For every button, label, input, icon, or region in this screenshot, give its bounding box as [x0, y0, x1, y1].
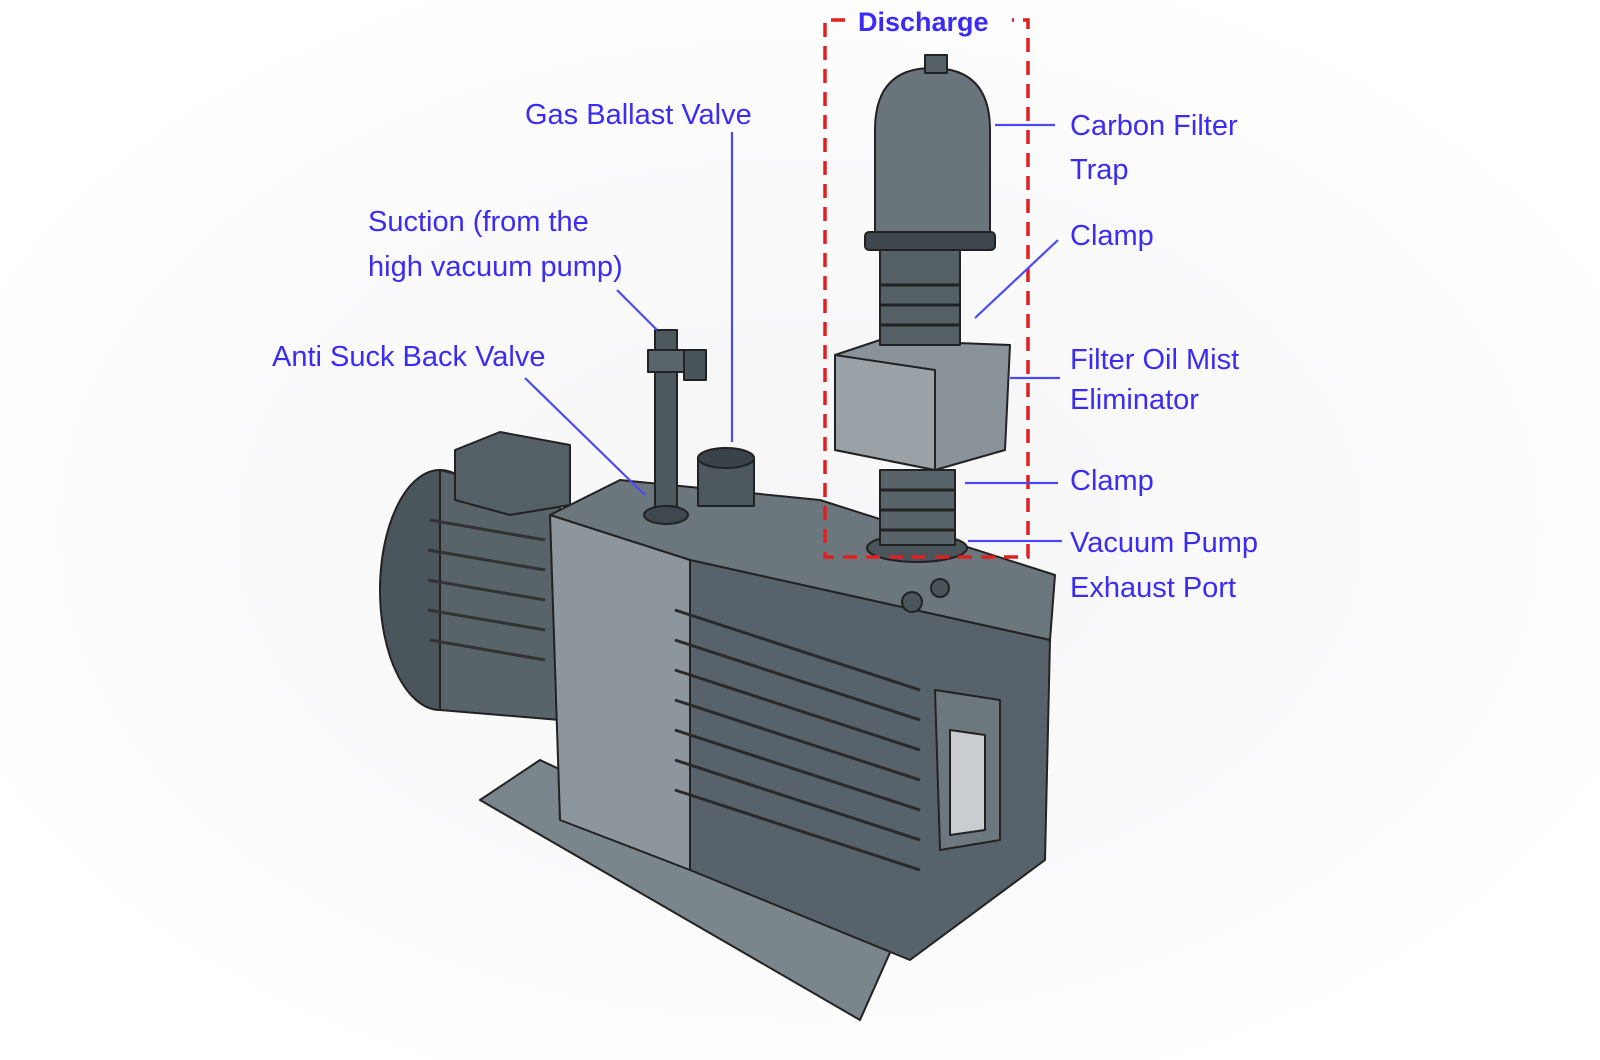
leader-anti-suck-back — [524, 377, 646, 496]
oil-mist-label-line2: Eliminator — [1070, 384, 1199, 416]
gas-ballast-valve-label: Gas Ballast Valve — [525, 99, 752, 131]
exhaust-port-label-line1: Vacuum Pump — [1070, 527, 1259, 559]
discharge-label: Discharge — [858, 7, 989, 37]
clamp-lower-label: Clamp — [1070, 465, 1154, 497]
suction-label-line2: high vacuum pump) — [368, 251, 623, 283]
clamp-upper-label: Clamp — [1070, 220, 1154, 252]
suction-label-line1: Suction (from the — [368, 206, 589, 238]
carbon-filter-label-line1: Carbon Filter — [1070, 110, 1238, 142]
oil-mist-label-line1: Filter Oil Mist — [1070, 344, 1240, 376]
exhaust-port-label-line2: Exhaust Port — [1070, 572, 1237, 604]
leader-suction — [616, 289, 658, 331]
pump-body-left — [549, 514, 691, 871]
carbon-filter-label-line2: Trap — [1070, 154, 1129, 186]
anti-suck-back-valve-label: Anti Suck Back Valve — [272, 341, 546, 373]
carbon-filter-trap — [874, 67, 991, 233]
leader-clamp-upper — [974, 239, 1059, 319]
pump-body-front — [689, 559, 1051, 961]
terminal-box — [454, 431, 571, 516]
discharge-box — [823, 18, 1030, 559]
